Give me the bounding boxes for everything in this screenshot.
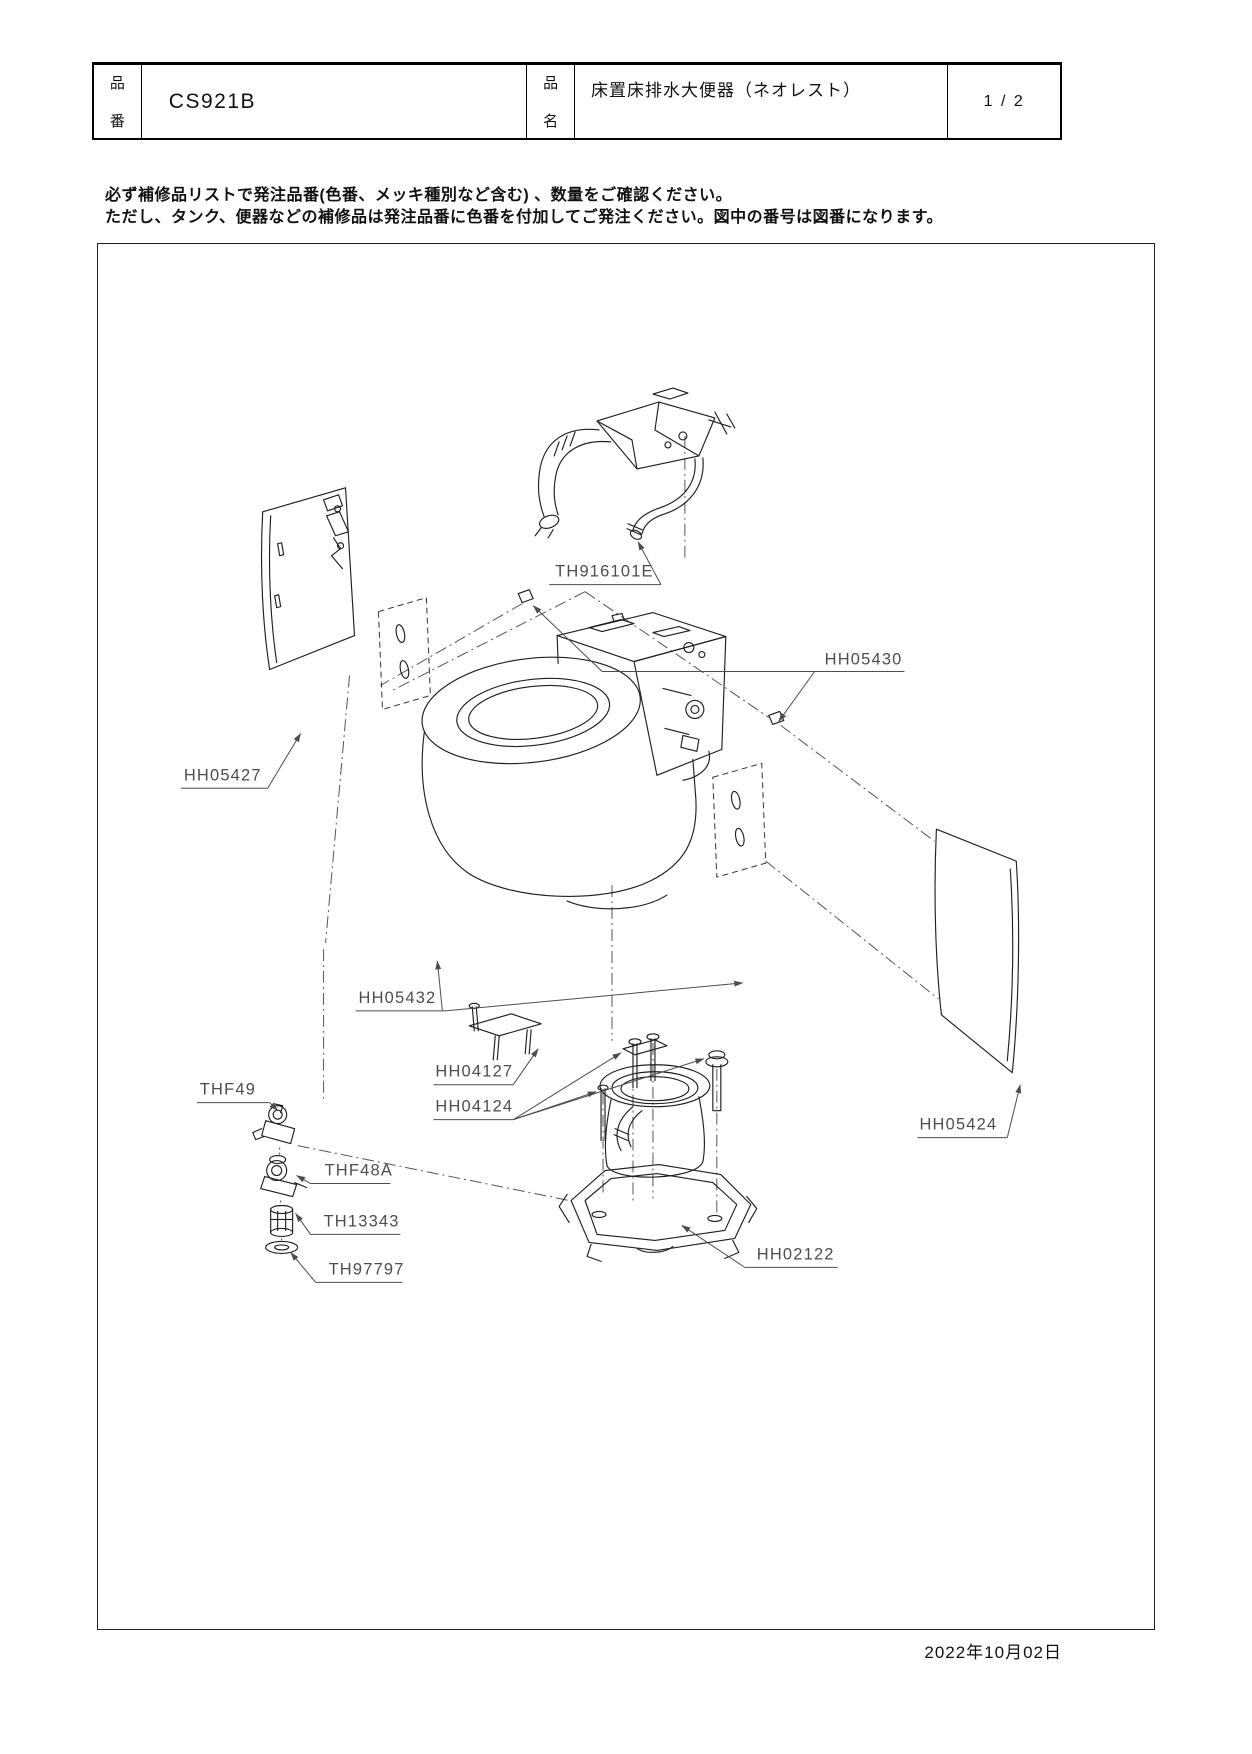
order-notice-line1: 必ず補修品リストで発注品番(色番、メッキ種別など含む) 、数量をご確認ください。 [105, 187, 733, 204]
supply-hose-assembly-drawing [534, 387, 736, 540]
page-indicator: 1 / 2 [983, 92, 1025, 110]
toilet-bowl-drawing [421, 656, 697, 910]
issue-date: 2022年10月02日 [924, 1643, 1062, 1662]
shutoff-valve-stack-drawing [252, 1103, 308, 1254]
diagram-frame: TH916101E HH05430 HH05427 HH05432 HH0412… [97, 243, 1155, 1630]
part-label-th916101e: TH916101E [555, 563, 654, 581]
part-label-hh05432: HH05432 [359, 989, 437, 1007]
page-indicator-cell: 1 / 2 [948, 65, 1060, 138]
left-gasket-drawing [377, 596, 431, 711]
part-label-hh05427: HH05427 [184, 766, 262, 784]
order-notice-line2: ただし、タンク、便器などの補修品は発注品番に色番を付加してご発注ください。図中の… [105, 209, 943, 226]
construction-lines [297, 435, 939, 1213]
part-label-thf49: THF49 [200, 1081, 256, 1099]
part-label-hh05424: HH05424 [919, 1116, 997, 1134]
function-unit-drawing [556, 612, 727, 781]
mount-bracket-drawing [468, 1002, 542, 1061]
part-label-th13343: TH13343 [324, 1212, 400, 1230]
part-label-hh02122: HH02122 [757, 1245, 835, 1263]
product-name-cell: 床置床排水大便器（ネオレスト） [575, 65, 949, 138]
part-label-hh04127: HH04127 [435, 1063, 513, 1081]
part-name-label-char1: 品 [543, 75, 559, 92]
part-no-label-char2: 番 [109, 113, 125, 130]
order-notice: 必ず補修品リストで発注品番(色番、メッキ種別など含む) 、数量をご確認ください。… [105, 185, 943, 229]
fixing-bolts-drawing [597, 1033, 729, 1142]
left-panel-drawing [260, 487, 356, 671]
product-name: 床置床排水大便器（ネオレスト） [591, 81, 862, 100]
part-number: CS921B [168, 89, 257, 113]
right-gasket-drawing [712, 762, 767, 878]
part-label-th97797: TH97797 [329, 1260, 405, 1278]
part-no-label-char1: 品 [109, 75, 125, 92]
part-name-label-char2: 名 [543, 113, 559, 130]
callouts: TH916101E HH05430 HH05427 HH05432 HH0412… [180, 541, 1022, 1283]
part-no-label: 品 番 [94, 65, 142, 138]
part-label-hh05430: HH05430 [825, 651, 903, 669]
part-label-thf48a: THF48A [325, 1162, 393, 1180]
part-label-hh04124: HH04124 [435, 1098, 513, 1116]
right-panel-drawing [934, 828, 1020, 1074]
exploded-parts-diagram: TH916101E HH05430 HH05427 HH05432 HH0412… [180, 387, 1022, 1283]
header-table: 品 番 CS921B 品 名 床置床排水大便器（ネオレスト） 1 / 2 [92, 62, 1062, 140]
part-name-label: 品 名 [527, 65, 576, 138]
part-number-cell: CS921B [142, 65, 528, 138]
